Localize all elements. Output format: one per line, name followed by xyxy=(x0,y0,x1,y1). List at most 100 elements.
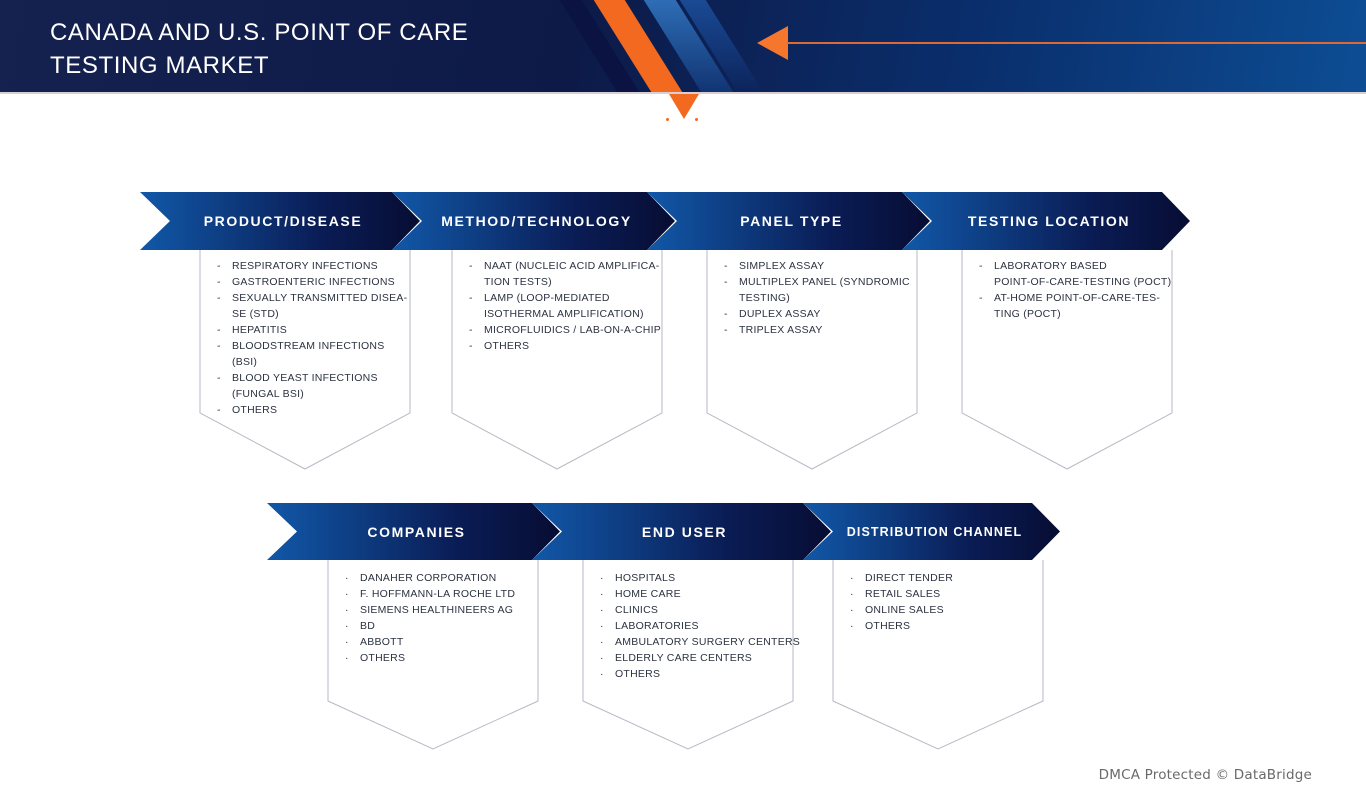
list-item-text: LABORATORY BASED POINT-OF-CARE-TESTING (… xyxy=(994,260,1172,288)
list-item: -AT-HOME POINT-OF-CARE-TES- TING (POCT) xyxy=(961,290,1173,322)
list-item-text: RETAIL SALES xyxy=(865,588,941,600)
list-item-text: OTHERS xyxy=(232,404,278,416)
list-item-text: HEPATITIS xyxy=(232,324,287,336)
header-banner: CANADA AND U.S. POINT OF CARE TESTING MA… xyxy=(0,0,1366,94)
bullet-marker: · xyxy=(345,572,349,584)
bullet-marker: · xyxy=(345,636,349,648)
list-item-text: F. HOFFMANN-LA ROCHE LTD xyxy=(360,588,516,600)
segment-banner-product-disease: PRODUCT/DISEASE xyxy=(140,192,420,250)
bullet-marker: - xyxy=(724,324,728,336)
list-item-text: BD xyxy=(360,620,376,632)
pennant-box xyxy=(961,250,1173,470)
list-item: · CLINICS xyxy=(582,602,794,618)
list-item-text: LAMP (LOOP-MEDIATED ISOTHERMAL AMPLIFICA… xyxy=(484,292,644,320)
bullet-marker: - xyxy=(217,260,221,272)
pennant-box xyxy=(832,560,1044,750)
list-item: ·ELDERLY CARE CENTERS xyxy=(582,650,794,666)
list-item-text: HOME CARE xyxy=(615,588,681,600)
pennant-box xyxy=(199,250,411,470)
segment-banner-panel-type: PANEL TYPE xyxy=(647,192,930,250)
list-item: · F. HOFFMANN-LA ROCHE LTD xyxy=(327,586,539,602)
list-item-text: OTHERS xyxy=(360,652,406,664)
list-item-text: HOSPITALS xyxy=(615,572,676,584)
segment-banner-companies: COMPANIES xyxy=(267,503,560,560)
list-item-text: CLINICS xyxy=(615,604,659,616)
list-item-text: ELDERLY CARE CENTERS xyxy=(615,652,753,664)
list-item: ·DIRECT TENDER xyxy=(832,570,1044,586)
segment-banner-testing-location: TESTING LOCATION xyxy=(902,192,1190,250)
bullet-marker: - xyxy=(469,292,473,304)
list-item-text: DIRECT TENDER xyxy=(865,572,954,584)
bullet-marker: · xyxy=(345,652,349,664)
bullet-marker: · xyxy=(345,620,349,632)
bullet-marker: · xyxy=(600,668,604,680)
segment-list-method-technology: -NAAT (NUCLEIC ACID AMPLIFICA- TION TEST… xyxy=(451,258,663,354)
list-item: -RESPIRATORY INFECTIONS xyxy=(199,258,411,274)
bullet-marker: · xyxy=(345,604,349,616)
list-item: -BLOOD YEAST INFECTIONS (FUNGAL BSI) xyxy=(199,370,411,402)
page-title-line2: TESTING MARKET xyxy=(50,52,270,79)
list-item: -BLOODSTREAM INFECTIONS (BSI) xyxy=(199,338,411,370)
segment-banner-label: PRODUCT/DISEASE xyxy=(203,213,363,229)
segment-banner-label: END USER xyxy=(641,523,728,540)
pennant-box xyxy=(582,560,794,750)
list-item-text: NAAT (NUCLEIC ACID AMPLIFICA- TION TESTS… xyxy=(484,260,660,288)
list-item-text: ABBOTT xyxy=(360,636,404,648)
list-item: ·HOSPITALS xyxy=(582,570,794,586)
list-item-text: BLOOD YEAST INFECTIONS (FUNGAL BSI) xyxy=(232,372,378,400)
list-item: · SIEMENS HEALTHINEERS AG xyxy=(327,602,539,618)
pennant-box xyxy=(451,250,663,470)
bullet-marker: · xyxy=(600,588,604,600)
bullet-marker: · xyxy=(600,636,604,648)
list-item: · OTHERS xyxy=(582,666,794,682)
list-item-text: OTHERS xyxy=(484,340,530,352)
list-item-text: OTHERS xyxy=(615,668,661,680)
list-item-text: RESPIRATORY INFECTIONS xyxy=(232,260,378,272)
pennant-box xyxy=(327,560,539,750)
list-item: ·AMBULATORY SURGERY CENTERS xyxy=(582,634,800,650)
bullet-marker: - xyxy=(217,276,221,288)
bullet-marker: · xyxy=(850,620,854,632)
bullet-marker: - xyxy=(217,324,221,336)
orange-dot xyxy=(666,118,669,121)
bullet-marker: - xyxy=(979,292,983,304)
list-item-text: OTHERS xyxy=(865,620,911,632)
list-item-text: BLOODSTREAM INFECTIONS (BSI) xyxy=(232,340,385,368)
segment-list-panel-type: -SIMPLEX ASSAY-MULTIPLEX PANEL (SYNDROMI… xyxy=(706,258,918,338)
list-item: · HOME CARE xyxy=(582,586,794,602)
list-item: -NAAT (NUCLEIC ACID AMPLIFICA- TION TEST… xyxy=(451,258,663,290)
list-item: -MULTIPLEX PANEL (SYNDROMIC TESTING) xyxy=(706,274,918,306)
list-item: -LAMP (LOOP-MEDIATED ISOTHERMAL AMPLIFIC… xyxy=(451,290,663,322)
segment-banner-end-user: END USER xyxy=(532,503,831,560)
bullet-marker: · xyxy=(345,588,349,600)
list-item-text: SEXUALLY TRANSMITTED DISEA- SE (STD) xyxy=(232,292,408,320)
list-item: -OTHERS xyxy=(199,402,411,418)
list-item: -OTHERS xyxy=(451,338,663,354)
list-item-text: AT-HOME POINT-OF-CARE-TES- TING (POCT) xyxy=(994,292,1161,320)
orange-dot xyxy=(695,118,698,121)
list-item-text: ONLINE SALES xyxy=(865,604,944,616)
bullet-marker: - xyxy=(217,340,221,352)
bullet-marker: - xyxy=(217,404,221,416)
list-item-text: SIEMENS HEALTHINEERS AG xyxy=(360,604,514,616)
list-item: · DANAHER CORPORATION xyxy=(327,570,539,586)
list-item: -DUPLEX ASSAY xyxy=(706,306,918,322)
list-item: · OTHERS xyxy=(327,650,539,666)
down-arrow-icon xyxy=(669,94,699,119)
list-item: ·LABORATORIES xyxy=(582,618,794,634)
list-item: · OTHERS xyxy=(832,618,1044,634)
list-item-text: DANAHER CORPORATION xyxy=(360,572,497,584)
list-item: -GASTROENTERIC INFECTIONS xyxy=(199,274,411,290)
segment-list-distribution-channel: ·DIRECT TENDER·RETAIL SALES·ONLINE SALES… xyxy=(832,570,1044,634)
list-item: · ONLINE SALES xyxy=(832,602,1044,618)
bullet-marker: · xyxy=(850,604,854,616)
segment-banner-label: DISTRIBUTION CHANNEL xyxy=(846,524,1023,539)
segment-list-end-user: ·HOSPITALS·HOME CARE·CLINICS·LABORATORIE… xyxy=(582,570,800,682)
bullet-marker: · xyxy=(850,588,854,600)
segment-list-product-disease: -RESPIRATORY INFECTIONS-GASTROENTERIC IN… xyxy=(199,258,411,418)
bullet-marker: - xyxy=(217,372,221,384)
page-title: CANADA AND U.S. POINT OF CARE TESTING MA… xyxy=(50,16,468,82)
bullet-marker: · xyxy=(600,604,604,616)
segment-list-companies: · DANAHER CORPORATION · F. HOFFMANN-LA ROCH… xyxy=(327,570,539,666)
